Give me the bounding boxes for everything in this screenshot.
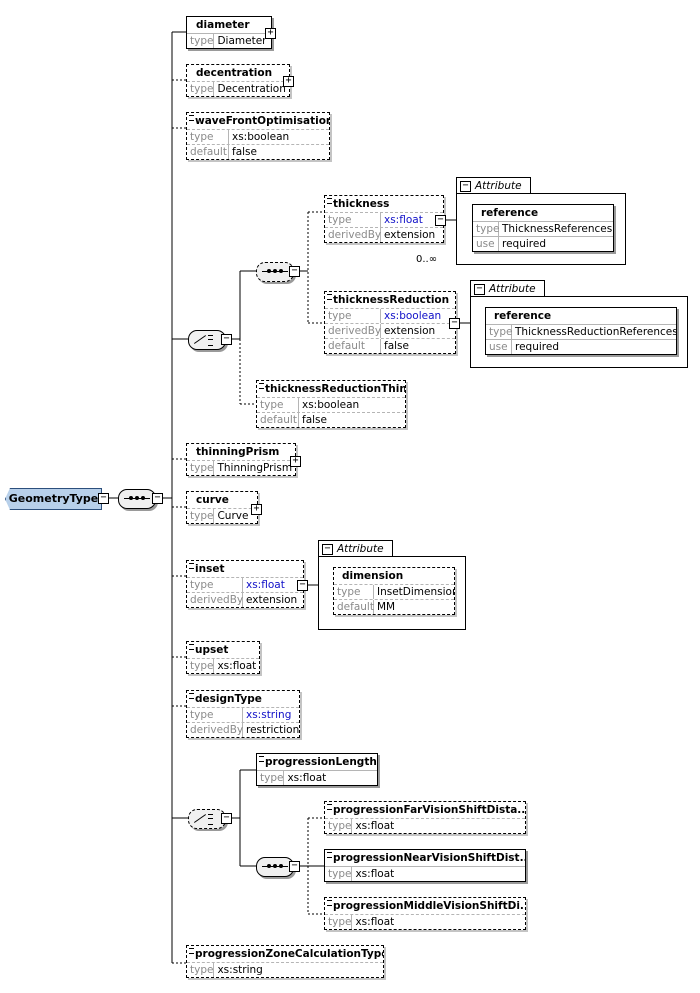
expand-diameter[interactable]: + bbox=[265, 28, 276, 39]
collapse-attribute-thickness[interactable]: − bbox=[460, 181, 471, 192]
sequence-collapse-toggle-progression[interactable]: − bbox=[289, 861, 300, 872]
occurrence-thickness: 0..∞ bbox=[416, 254, 438, 265]
attribute-tab-thickness[interactable]: −Attribute bbox=[456, 177, 531, 194]
root-collapse-toggle[interactable]: − bbox=[98, 493, 109, 504]
sequence-collapse-toggle[interactable]: − bbox=[152, 493, 163, 504]
collapse-thickness[interactable]: − bbox=[435, 215, 446, 226]
element-name: diameter bbox=[196, 19, 250, 31]
attribute-tab-inset[interactable]: −Attribute bbox=[318, 540, 393, 557]
sequence-collapse-toggle-thickness[interactable]: − bbox=[289, 266, 300, 277]
expand-thinningprism[interactable]: + bbox=[290, 456, 301, 467]
element-name: decentration bbox=[196, 67, 273, 79]
collapse-inset[interactable]: − bbox=[297, 580, 308, 591]
expand-decentration[interactable]: + bbox=[283, 76, 294, 87]
choice-collapse-toggle-progression[interactable]: − bbox=[221, 813, 232, 824]
choice-collapse-toggle[interactable]: − bbox=[221, 334, 232, 345]
collapse-attribute-inset[interactable]: − bbox=[322, 544, 333, 555]
collapse-thicknessreduction[interactable]: − bbox=[449, 318, 460, 329]
expand-curve[interactable]: + bbox=[251, 504, 262, 515]
root-type-geometrytype[interactable]: GeometryType bbox=[5, 488, 102, 510]
collapse-attribute-thicknessreduction[interactable]: − bbox=[474, 284, 485, 295]
sequence-compositor-progression[interactable] bbox=[256, 857, 294, 877]
attribute-tab-thicknessreduction[interactable]: −Attribute bbox=[470, 280, 545, 297]
sequence-compositor[interactable] bbox=[118, 489, 156, 509]
